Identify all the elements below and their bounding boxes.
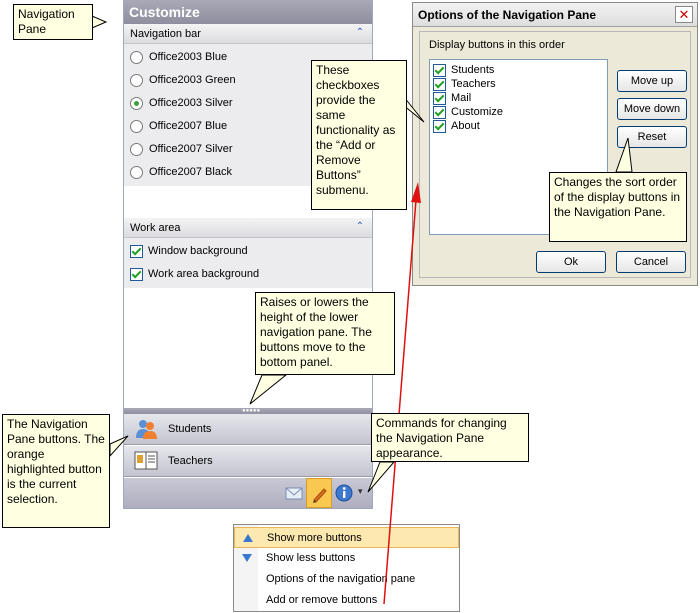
list-item-mail[interactable]: Mail: [433, 91, 471, 105]
arrow-up-icon: [243, 534, 253, 542]
theme-label: Office2007 Blue: [149, 120, 228, 133]
list-item-about[interactable]: About: [433, 119, 480, 133]
collapse-chevron-icon[interactable]: ⌃: [355, 221, 365, 232]
nav-button-label: Students: [168, 423, 212, 435]
option-label: Work area background: [148, 268, 260, 281]
move-up-button[interactable]: Move up: [617, 70, 687, 92]
radio-button[interactable]: [130, 50, 143, 64]
theme-option-office2003-blue[interactable]: Office2003 Blue: [130, 47, 227, 67]
list-item-label: Mail: [451, 92, 472, 105]
cancel-button[interactable]: Cancel: [616, 251, 686, 273]
theme-label: Office2007 Silver: [149, 143, 233, 156]
move-down-button[interactable]: Move down: [617, 98, 687, 120]
callout-commands: Commands for changing the Navigation Pan…: [371, 413, 529, 462]
list-item-customize[interactable]: Customize: [433, 105, 503, 119]
reset-button[interactable]: Reset: [617, 126, 687, 148]
theme-label: Office2003 Silver: [149, 97, 233, 110]
close-icon[interactable]: ✕: [675, 6, 693, 23]
pane-splitter[interactable]: ●●●●●: [124, 408, 372, 414]
checkbox[interactable]: [433, 105, 446, 119]
work-area-group-header[interactable]: Work area ⌃: [124, 218, 372, 238]
checkbox[interactable]: [433, 77, 446, 91]
options-dialog: Options of the Navigation Pane ✕ Display…: [412, 2, 698, 286]
list-item-label: Teachers: [451, 78, 496, 91]
radio-button-selected[interactable]: [130, 96, 143, 110]
theme-option-office2007-silver[interactable]: Office2007 Silver: [130, 139, 233, 159]
list-item-teachers[interactable]: Teachers: [433, 77, 496, 91]
option-label: Window background: [148, 245, 248, 258]
window-background-option[interactable]: Window background: [130, 241, 248, 261]
theme-option-office2007-black[interactable]: Office2007 Black: [130, 162, 232, 182]
pane-title: Customize: [124, 0, 372, 24]
radio-button[interactable]: [130, 73, 143, 87]
work-area-background-option[interactable]: Work area background: [130, 264, 259, 284]
theme-label: Office2007 Black: [149, 166, 232, 179]
students-icon: [136, 420, 157, 439]
checkbox[interactable]: [433, 91, 446, 105]
callout-checkboxes: These checkboxes provide the same functi…: [311, 60, 407, 210]
ok-button[interactable]: Ok: [536, 251, 606, 273]
list-item-students[interactable]: Students: [433, 63, 494, 77]
theme-option-office2003-green[interactable]: Office2003 Green: [130, 70, 236, 90]
collapse-chevron-icon[interactable]: ⌃: [355, 27, 365, 38]
checkbox[interactable]: [130, 267, 143, 281]
checkbox[interactable]: [433, 63, 446, 77]
theme-label: Office2003 Green: [149, 74, 236, 87]
theme-option-office2003-silver[interactable]: Office2003 Silver: [130, 93, 233, 113]
menu-item-add-or-remove-buttons[interactable]: Add or remove buttons: [234, 590, 459, 611]
callout-splitter: Raises or lowers the height of the lower…: [255, 292, 395, 375]
nav-button-teachers[interactable]: Teachers: [124, 446, 372, 477]
nav-button-label: Teachers: [168, 455, 213, 467]
dialog-title: Options of the Navigation Pane: [413, 3, 697, 27]
group-header-label: Work area: [130, 222, 181, 234]
customize-icon: [313, 488, 327, 503]
menu-item-show-more-buttons[interactable]: Show more buttons: [234, 527, 459, 548]
checkbox[interactable]: [433, 119, 446, 133]
work-area-options-group: Window background Work area background: [124, 238, 372, 288]
chevron-down-icon[interactable]: ▾: [358, 486, 363, 496]
menu-item-label: Show more buttons: [267, 532, 362, 544]
nav-button-students[interactable]: Students: [124, 414, 372, 445]
navigation-bar-group-header[interactable]: Navigation bar ⌃: [124, 24, 372, 44]
callout-move-down: Changes the sort order of the display bu…: [549, 172, 687, 242]
bottom-button-bar: ▾: [124, 478, 372, 508]
checkbox[interactable]: [130, 244, 143, 258]
list-item-label: About: [451, 120, 480, 133]
teachers-icon: [134, 451, 158, 470]
list-item-label: Students: [451, 64, 495, 77]
list-item-label: Customize: [451, 106, 503, 119]
callout-nav-buttons: The Navigation Pane buttons. The orange …: [2, 414, 110, 528]
callout-navigation-pane: Navigation Pane: [13, 4, 93, 40]
menu-item-label: Add or remove buttons: [266, 594, 378, 606]
menu-item-label: Show less buttons: [266, 552, 356, 564]
radio-button[interactable]: [130, 165, 143, 179]
list-label: Display buttons in this order: [429, 39, 565, 51]
customize-button-selected[interactable]: [306, 478, 332, 508]
theme-label: Office2003 Blue: [149, 51, 228, 64]
menu-item-show-less-buttons[interactable]: Show less buttons: [234, 548, 459, 569]
grip-dots-icon: ●●●●●: [242, 408, 261, 414]
theme-option-office2007-blue[interactable]: Office2007 Blue: [130, 116, 227, 136]
menu-item-label: Options of the navigation pane: [266, 573, 416, 585]
mail-icon[interactable]: [284, 483, 304, 503]
radio-button[interactable]: [130, 142, 143, 156]
about-icon[interactable]: [334, 483, 354, 503]
customize-context-menu: Show more buttons Show less buttons Opti…: [233, 524, 460, 612]
menu-item-options-of-navigation-pane[interactable]: Options of the navigation pane: [234, 569, 459, 590]
arrow-down-icon: [242, 554, 252, 562]
radio-button[interactable]: [130, 119, 143, 133]
group-header-label: Navigation bar: [130, 28, 201, 40]
